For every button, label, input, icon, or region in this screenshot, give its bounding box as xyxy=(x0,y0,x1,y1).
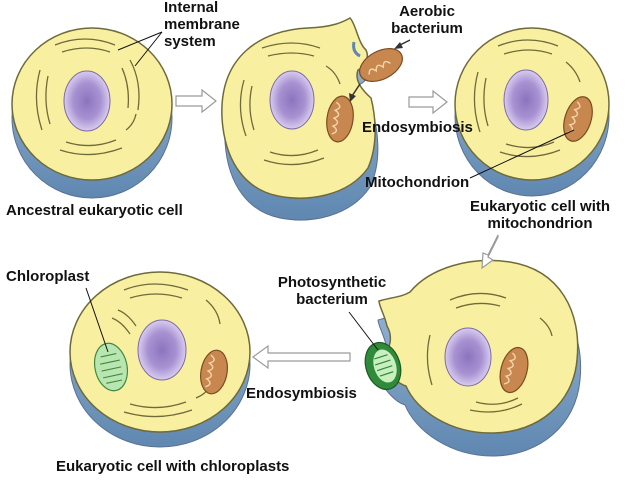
nucleus xyxy=(269,70,315,130)
arrow-cell3-to-cell4 xyxy=(481,234,499,270)
aerobic-bacterium-label: Aerobic bacterium xyxy=(382,3,472,37)
nucleus xyxy=(444,327,492,387)
aerobic-label-line2: bacterium xyxy=(391,20,463,37)
mito-caption-line1: Eukaryotic cell with xyxy=(469,198,611,215)
eukaryotic-with-mito-caption: Eukaryotic cell with mitochondrion xyxy=(450,198,630,232)
arrow-cell1-to-cell2 xyxy=(175,88,217,114)
photo-label-line2: bacterium xyxy=(296,291,368,308)
chloroplast xyxy=(93,342,129,392)
aerobic-label-line1: Aerobic xyxy=(399,3,455,20)
internal-label-line1: Internal xyxy=(164,0,219,16)
aerobic-bacterium xyxy=(359,47,403,83)
nucleus xyxy=(137,319,187,381)
internal-label-line2: membrane xyxy=(164,16,240,33)
mito-caption-line2: mitochondrion xyxy=(487,215,593,232)
leader-lines xyxy=(85,31,575,353)
cell-engulfing-photosynthetic-bacterium xyxy=(364,259,582,457)
ancestral-cell xyxy=(11,27,173,199)
internal-membrane-system xyxy=(35,38,140,156)
nucleus xyxy=(503,69,549,131)
endosymbiosis-top-label: Endosymbiosis xyxy=(362,119,473,136)
engulfed-mitochondrion xyxy=(326,95,354,143)
internal-membrane-system-label: Internal membrane system xyxy=(164,0,240,50)
aerobic-bacterium-arrow xyxy=(394,39,411,49)
mitochondrion-label: Mitochondrion xyxy=(365,174,470,191)
eukaryotic-with-chloro-caption: Eukaryotic cell with chloroplasts xyxy=(56,458,290,475)
nucleus xyxy=(63,70,111,132)
cell-with-chloroplasts xyxy=(69,271,251,448)
mitochondrion xyxy=(563,96,593,142)
photo-label-line1: Photosynthetic xyxy=(277,274,387,291)
arrow-cell2-to-cell3 xyxy=(408,89,448,115)
endosymbiosis-bottom-label: Endosymbiosis xyxy=(246,385,357,402)
internalized-arrow xyxy=(349,83,361,102)
photosynthetic-bacterium xyxy=(364,341,402,391)
cell-with-mitochondrion xyxy=(454,27,610,197)
photosynthetic-bacterium-label: Photosynthetic bacterium xyxy=(262,274,402,308)
cell-engulfing-aerobic-bacterium xyxy=(221,17,403,221)
internal-label-line3: system xyxy=(164,33,216,50)
arrow-cell4-to-cell5 xyxy=(251,344,351,370)
chloroplast-label: Chloroplast xyxy=(6,268,90,285)
mitochondrion xyxy=(499,346,529,394)
ancestral-cell-caption: Ancestral eukaryotic cell xyxy=(6,202,183,219)
mitochondrion xyxy=(200,349,228,395)
